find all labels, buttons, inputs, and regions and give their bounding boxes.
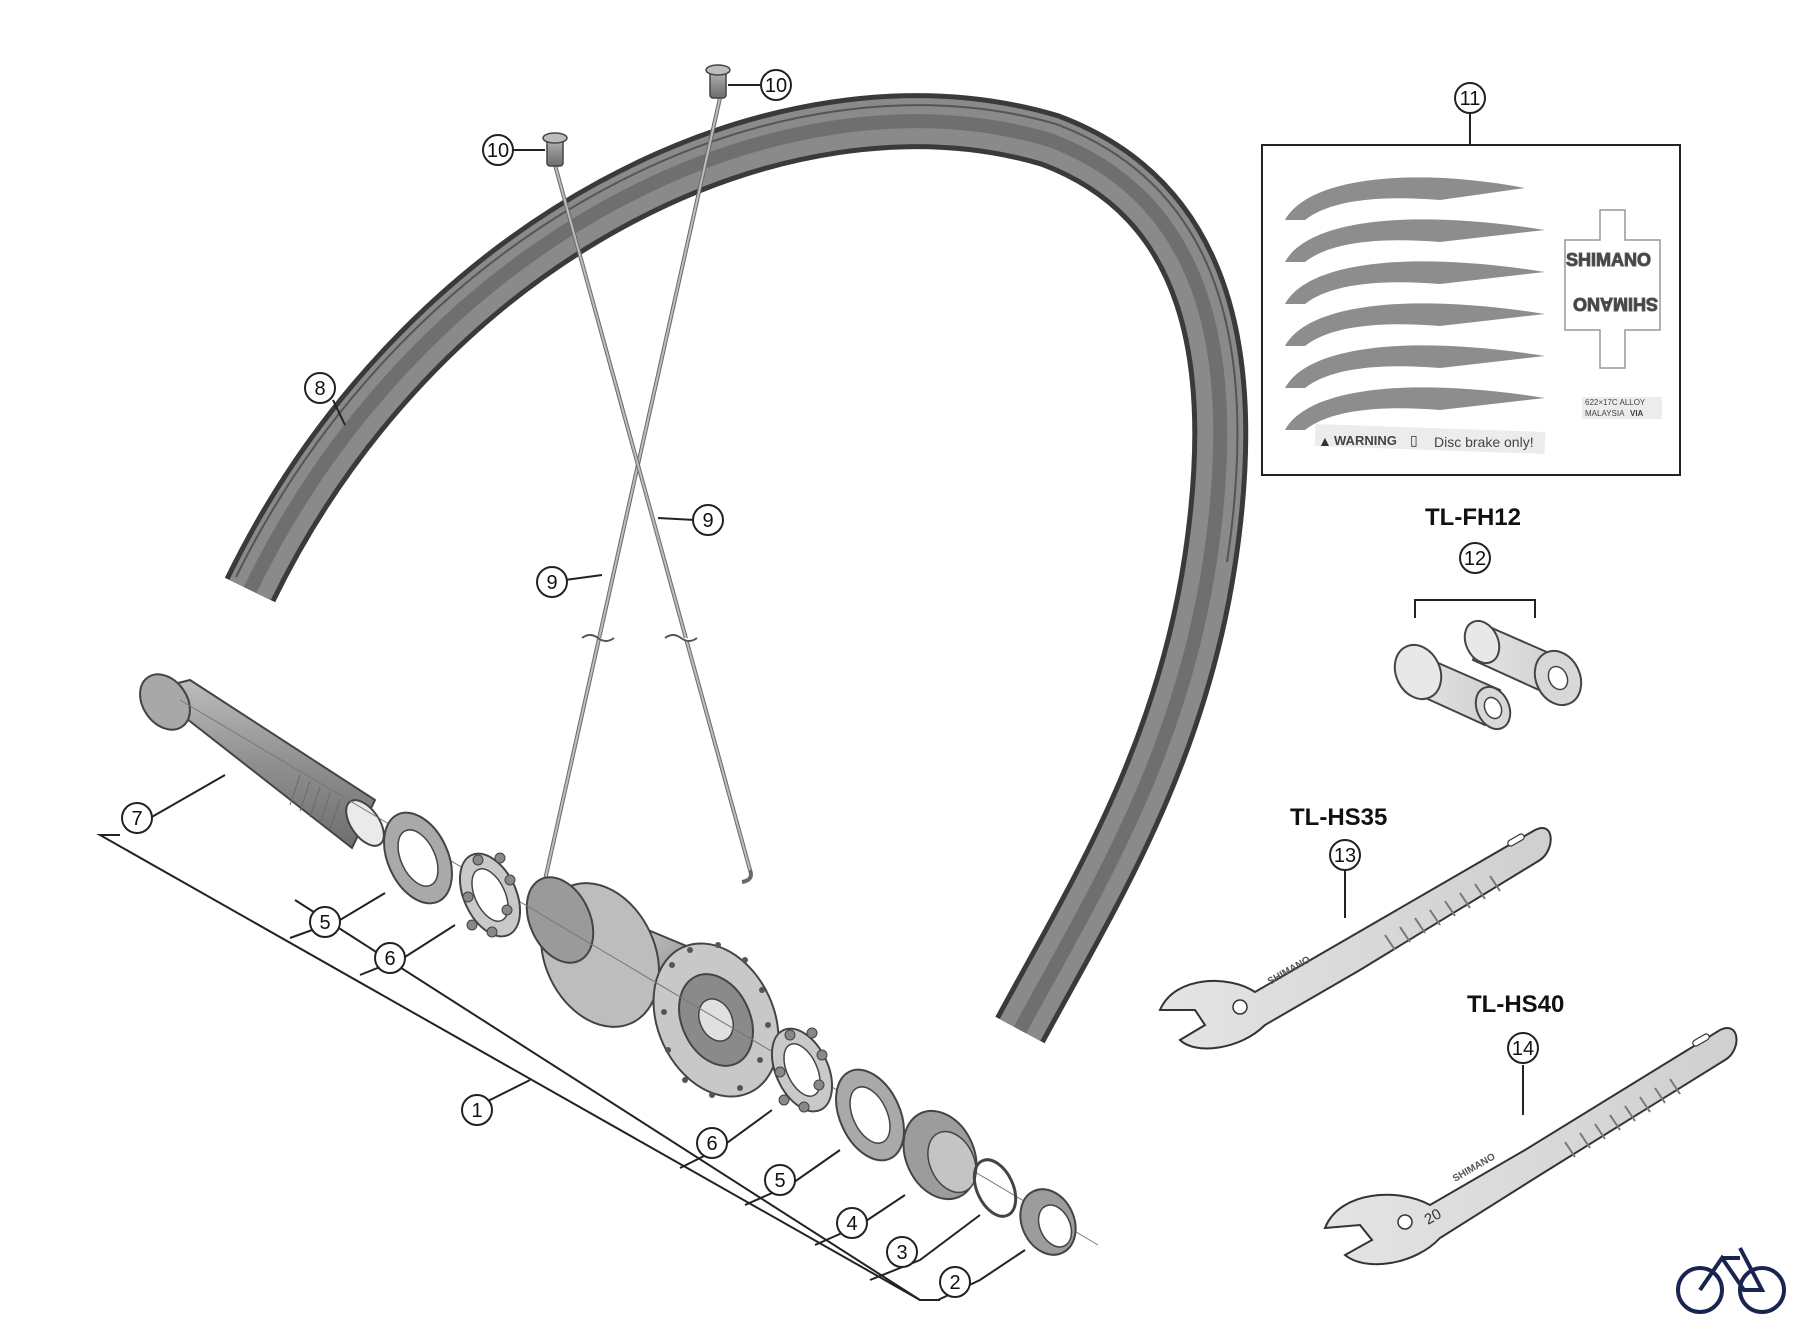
bearing-right xyxy=(770,1027,834,1113)
svg-text:1: 1 xyxy=(471,1100,482,1122)
manual-book-icon: ▯ xyxy=(1410,432,1418,448)
callout-11: 11 xyxy=(1454,82,1486,114)
svg-text:5: 5 xyxy=(319,912,330,934)
bearing-left xyxy=(458,852,522,938)
spoke-nipple-left xyxy=(542,132,568,167)
hub-body xyxy=(525,876,780,1098)
callout-14: 14 xyxy=(1507,1032,1539,1064)
tl-hs40-wrench: 20 SHIMANO xyxy=(1323,1027,1738,1266)
svg-text:10: 10 xyxy=(487,140,509,162)
svg-text:5: 5 xyxy=(774,1170,785,1192)
tl-fh12-adapter-pair xyxy=(1393,599,1583,731)
decal-brand: SHIMANO xyxy=(1566,250,1651,270)
decal-spec-brand: VIA xyxy=(1630,409,1644,418)
callout-9-right: 9 xyxy=(692,504,724,536)
tl-fh12-label: TL-FH12 xyxy=(1425,504,1521,531)
svg-text:14: 14 xyxy=(1512,1038,1534,1060)
callout-6-left: 6 xyxy=(374,942,406,974)
decal-sheet: SHIMANO SHIMANO 622×17C ALLOY MALAYSIA V… xyxy=(1261,144,1681,476)
decal-spec-origin: MALAYSIA xyxy=(1585,409,1625,418)
svg-text:6: 6 xyxy=(384,948,395,970)
callout-2: 2 xyxy=(939,1266,971,1298)
svg-text:9: 9 xyxy=(546,572,557,594)
decal-brand-mirrored: SHIMANO xyxy=(1573,294,1658,314)
tl-hs40-size: 20 xyxy=(1422,1205,1445,1228)
rim xyxy=(224,93,1249,1044)
end-cap xyxy=(1019,1188,1077,1256)
spoke-nipple-right xyxy=(705,64,731,99)
svg-text:2: 2 xyxy=(949,1272,960,1294)
o-ring xyxy=(972,1158,1018,1218)
callout-13: 13 xyxy=(1329,839,1361,871)
svg-text:7: 7 xyxy=(131,808,142,830)
callout-1: 1 xyxy=(461,1094,493,1126)
callout-5-right: 5 xyxy=(764,1164,796,1196)
svg-text:11: 11 xyxy=(1460,88,1481,110)
spoke-break-marks xyxy=(581,634,698,642)
svg-text:13: 13 xyxy=(1334,845,1356,867)
lock-nut xyxy=(902,1109,978,1201)
tool-leader-lines xyxy=(1344,868,1524,1115)
svg-text:3: 3 xyxy=(896,1242,907,1264)
svg-text:8: 8 xyxy=(314,378,325,400)
decal-warning: WARNING xyxy=(1334,433,1397,448)
callout-8: 8 xyxy=(304,372,336,404)
callout-4: 4 xyxy=(836,1207,868,1239)
callout-9-left: 9 xyxy=(536,566,568,598)
dust-cap-left xyxy=(383,811,453,905)
tl-hs40-label: TL-HS40 xyxy=(1467,991,1564,1018)
tl-hs35-label: TL-HS35 xyxy=(1290,804,1387,831)
svg-text:10: 10 xyxy=(765,75,787,97)
callout-7: 7 xyxy=(121,802,153,834)
bicycle-logo-icon xyxy=(1676,1247,1786,1314)
axle xyxy=(139,673,385,850)
callout-5-left: 5 xyxy=(309,906,341,938)
callout-10-left: 10 xyxy=(482,134,514,166)
spoke-back xyxy=(553,164,753,884)
callout-10-right: 10 xyxy=(760,69,792,101)
decal-spec-size: 622×17C ALLOY xyxy=(1585,398,1646,407)
decal-disc-note: Disc brake only! xyxy=(1434,434,1534,450)
svg-text:12: 12 xyxy=(1464,548,1486,570)
callout-6-right: 6 xyxy=(696,1127,728,1159)
svg-text:4: 4 xyxy=(846,1213,857,1235)
warning-triangle-icon: ▲ xyxy=(1318,433,1332,449)
svg-text:6: 6 xyxy=(706,1133,717,1155)
svg-text:9: 9 xyxy=(702,510,713,532)
callout-12: 12 xyxy=(1459,542,1491,574)
dust-cap-right xyxy=(835,1068,905,1162)
callout-3: 3 xyxy=(886,1236,918,1268)
